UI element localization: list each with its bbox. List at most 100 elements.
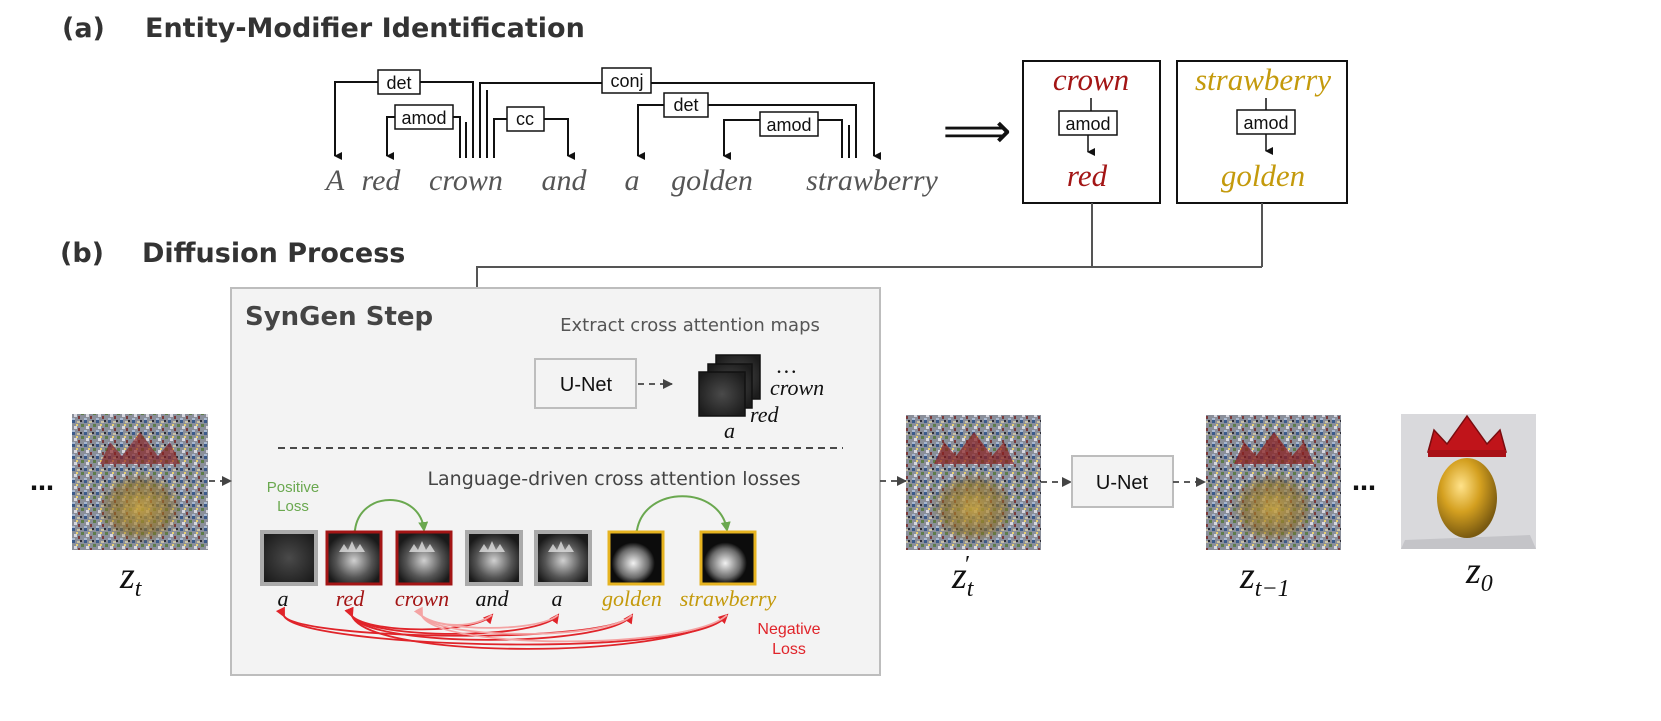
negative-loss-arcs <box>275 606 729 650</box>
positive-loss-line2: Loss <box>277 498 309 515</box>
implies-arrow: ⟹ <box>943 103 1012 159</box>
stack-a: a <box>724 418 735 443</box>
map-word-crown: crown <box>395 586 449 611</box>
extract-label: Extract cross attention maps <box>560 315 820 336</box>
attn-map-a <box>260 530 318 586</box>
strawberry-shape <box>98 472 182 544</box>
label-det-1: det <box>386 73 411 93</box>
positive-loss-line1: Positive <box>267 479 320 496</box>
map-word-a-2: a <box>552 586 563 611</box>
pair-relation: amod <box>1065 114 1110 134</box>
crown-shape <box>934 432 1014 464</box>
positive-loss-arc-golden-strawberry <box>630 495 731 539</box>
attn-map-strawberry <box>699 530 757 586</box>
stack-map-front <box>698 371 746 417</box>
crown-shape <box>1234 432 1314 464</box>
neg-arc-crown-and <box>421 614 493 626</box>
word-crown: crown <box>429 164 503 197</box>
pair-modifier: red <box>1067 158 1108 193</box>
positive-loss-arc-red-crown <box>349 499 429 539</box>
pair-modifier: golden <box>1221 158 1305 193</box>
dependency-labels: det amod conj cc det amod <box>377 67 819 137</box>
pair-relation-box <box>1236 109 1296 135</box>
word-red: red <box>362 164 402 197</box>
map-word-and: and <box>476 586 510 611</box>
crown-shape <box>479 541 505 552</box>
latent-zt-image <box>72 414 208 550</box>
label-box-amod-1 <box>394 104 454 130</box>
negative-loss-line1: Negative <box>757 621 820 638</box>
attention-maps-row <box>260 530 757 586</box>
attn-map-golden <box>607 530 665 586</box>
neg-arc-crown-golden <box>421 614 633 635</box>
latent-zt-prime-label: zt′ <box>951 552 975 602</box>
arc-conj <box>479 82 881 160</box>
pipeline-unet-box <box>1071 455 1174 508</box>
word-strawberry: strawberry <box>806 164 938 197</box>
syngen-unet-box <box>534 358 637 409</box>
neg-arc-crown-strawberry <box>413 606 728 643</box>
neg-arc-a-strawberry <box>275 606 728 646</box>
word-and: and <box>542 164 588 197</box>
section-a-letter: (a) <box>62 13 105 44</box>
attn-map-crown <box>395 530 453 586</box>
section-b-title: Diffusion Process <box>142 238 405 269</box>
attn-map-red <box>325 530 383 586</box>
latent-z0-label: z0 <box>1465 550 1493 597</box>
latent-zt-minus-1-image <box>1206 415 1341 550</box>
arc-det-2 <box>637 104 857 160</box>
map-word-a: a <box>278 586 289 611</box>
stack-crown: crown <box>770 375 824 400</box>
pipeline-ellipsis-left: … <box>30 468 54 496</box>
label-det-2: det <box>673 95 698 115</box>
crown-shape <box>1427 414 1507 453</box>
attn-map-a-2 <box>534 530 592 586</box>
latent-zt-minus-1-label: zt−1 <box>1239 555 1290 602</box>
crown-shape <box>100 432 180 464</box>
crown-shape <box>548 541 574 552</box>
pipeline-unet-label: U-Net <box>1096 472 1149 494</box>
neg-arc-red-a <box>351 613 560 635</box>
latent-z0-image <box>1401 414 1536 549</box>
label-cc: cc <box>516 109 534 129</box>
pair-entity: crown <box>1053 62 1129 97</box>
pipeline-ellipsis-right: … <box>1352 468 1376 496</box>
attention-map-stack: … crown red a <box>698 353 824 443</box>
strawberry-shape <box>1231 472 1315 544</box>
latent-zt-prime-image <box>906 415 1041 550</box>
label-box-det-2 <box>663 92 709 118</box>
sentence: A red crown and a golden strawberry <box>324 164 939 197</box>
map-word-red: red <box>336 586 366 611</box>
map-word-golden: golden <box>602 586 662 611</box>
label-box-amod-2 <box>759 111 819 137</box>
syngen-unet-label: U-Net <box>560 374 613 396</box>
stack-red: red <box>750 402 780 427</box>
neg-arc-red-golden <box>351 613 634 641</box>
latent-zt-label: zt <box>119 555 143 602</box>
attn-map-and <box>465 530 523 586</box>
section-a-title: Entity-Modifier Identification <box>145 13 585 44</box>
label-conj: conj <box>610 71 643 91</box>
negative-loss-line2: Loss <box>772 641 806 658</box>
pair-relation: amod <box>1243 113 1288 133</box>
map-word-strawberry: strawberry <box>680 586 777 611</box>
label-box-det-1 <box>377 69 421 95</box>
word-a-cap: A <box>324 164 345 197</box>
pair-strawberry-golden: strawberry amod golden <box>1176 60 1348 204</box>
label-box-conj <box>601 67 652 94</box>
strawberry-shape <box>1437 458 1497 538</box>
syngen-title: SynGen Step <box>245 302 433 332</box>
word-golden: golden <box>671 164 753 197</box>
crown-shape <box>339 541 365 552</box>
label-box-cc <box>506 106 545 132</box>
label-amod-1: amod <box>401 108 446 128</box>
section-b-letter: (b) <box>60 238 104 269</box>
label-amod-2: amod <box>766 115 811 135</box>
word-a: a <box>625 164 640 197</box>
strawberry-shape <box>931 472 1015 544</box>
pair-entity: strawberry <box>1195 62 1331 97</box>
loss-label: Language-driven cross attention losses <box>427 468 800 490</box>
pair-crown-red: crown amod red <box>1022 60 1161 204</box>
stack-dots: … <box>777 353 797 378</box>
